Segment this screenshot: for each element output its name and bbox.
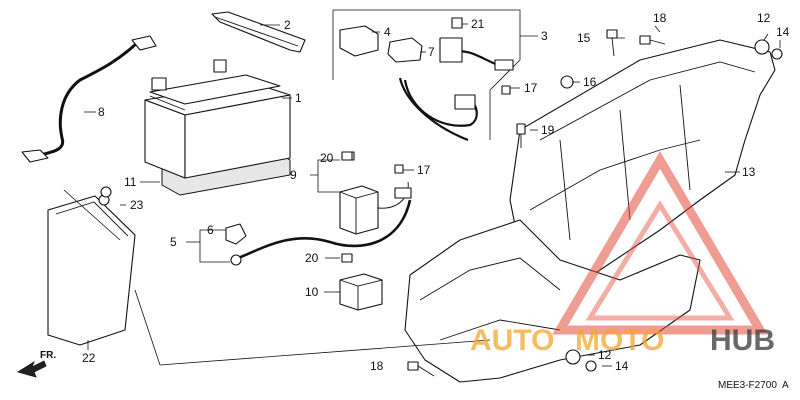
label-17-upper: 17 <box>524 81 538 95</box>
label-12-lower: 12 <box>598 348 612 362</box>
positive-cable <box>225 187 412 266</box>
diagram-code: MEE3-F2700 <box>718 380 777 391</box>
label-13: 13 <box>742 165 756 179</box>
label-15: 15 <box>577 31 591 45</box>
undertray <box>404 219 701 383</box>
front-arrow-icon <box>17 360 47 378</box>
starter-relay-group <box>332 9 521 142</box>
label-20-lower: 20 <box>305 251 319 265</box>
label-3: 3 <box>541 29 548 43</box>
leader-lines <box>63 23 781 367</box>
label-18-lower: 18 <box>370 359 384 373</box>
front-marker: FR. <box>17 350 56 378</box>
label-1: 1 <box>295 91 302 105</box>
part-labels: 1 2 3 4 5 6 7 8 9 10 11 12 12 13 14 14 1… <box>82 11 790 373</box>
label-23: 23 <box>130 198 144 212</box>
label-8: 8 <box>98 105 105 119</box>
label-2: 2 <box>284 18 291 32</box>
label-14-upper: 14 <box>776 25 790 39</box>
label-22: 22 <box>82 351 96 365</box>
watermark-auto: AUTO <box>470 324 554 357</box>
battery-cover <box>47 194 136 346</box>
label-7: 7 <box>428 45 435 59</box>
label-21: 21 <box>471 17 485 31</box>
battery <box>144 59 291 196</box>
label-17-lower: 17 <box>417 163 431 177</box>
watermark-moto: MOTO <box>575 324 664 357</box>
negative-cable <box>21 35 157 163</box>
label-6: 6 <box>207 223 214 237</box>
front-label: FR. <box>40 350 56 361</box>
hardware <box>100 29 783 377</box>
label-19: 19 <box>541 123 555 137</box>
watermark: AUTO MOTO HUB <box>470 151 775 357</box>
label-10: 10 <box>305 285 319 299</box>
label-20-upper: 20 <box>320 151 334 165</box>
diagram-code-suffix: A <box>782 380 789 391</box>
label-14-lower: 14 <box>615 359 629 373</box>
fuse-lower <box>341 253 353 263</box>
label-5: 5 <box>170 235 177 249</box>
watermark-hub: HUB <box>710 324 775 357</box>
label-16: 16 <box>583 75 597 89</box>
label-12-upper: 12 <box>757 11 771 25</box>
label-18-upper: 18 <box>653 11 667 25</box>
label-11: 11 <box>124 175 137 189</box>
battery-band <box>211 11 306 53</box>
fuse-upper <box>341 151 353 161</box>
label-4: 4 <box>384 25 391 39</box>
spare-relay <box>339 273 383 311</box>
label-9: 9 <box>290 168 297 182</box>
